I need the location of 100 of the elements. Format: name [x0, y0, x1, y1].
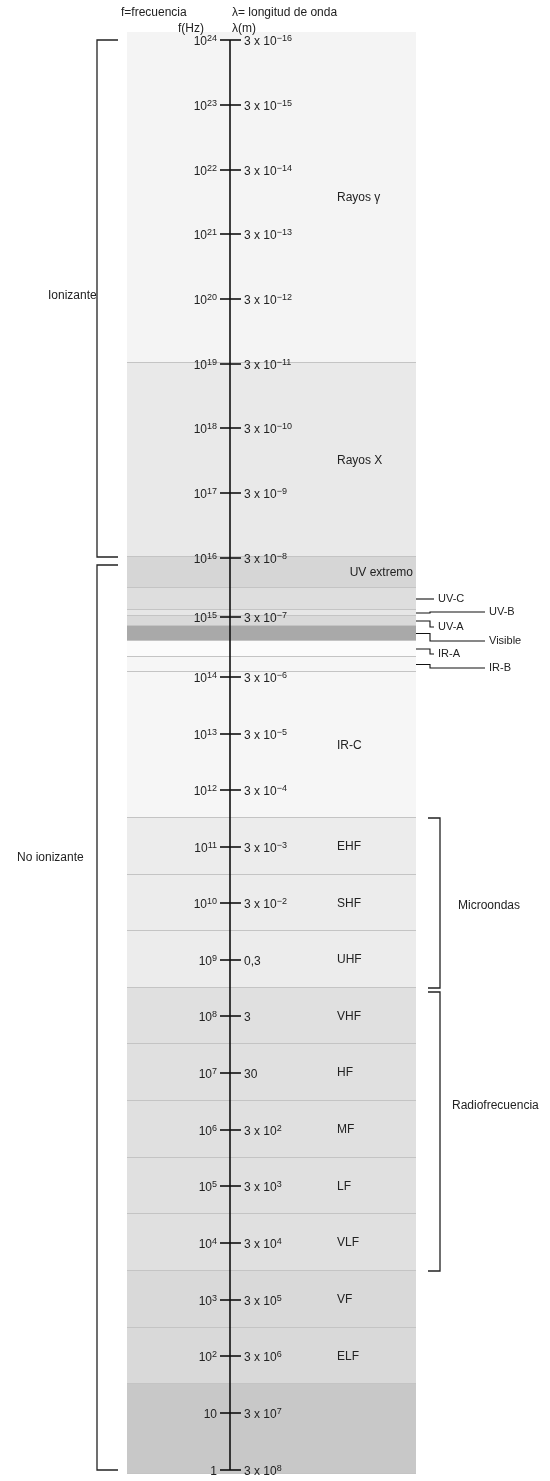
range-label: Radiofrecuencia	[452, 1099, 539, 1111]
band-label: Rayos γ	[337, 191, 381, 203]
band-label: EHF	[337, 840, 361, 852]
band-label: UV-C	[437, 593, 466, 604]
frequency-value: 10$^{9}$	[198, 955, 217, 967]
wavelength-value: 3 x 10$^{8}$	[244, 1465, 282, 1477]
spectrum-band	[127, 626, 416, 641]
band-label: VF	[337, 1293, 353, 1305]
frequency-value: 10$^{7}$	[198, 1068, 217, 1080]
band-label: Rayos X	[337, 453, 383, 466]
band-label: VHF	[337, 1009, 361, 1022]
spectrum-band	[127, 1328, 416, 1384]
leader-line	[415, 632, 486, 642]
wavelength-value: 3 x 10$^{−15}$	[244, 100, 292, 112]
frequency-value: 10$^{17}$	[193, 488, 217, 500]
spectrum-band	[127, 988, 416, 1044]
spectrum-band	[127, 657, 416, 672]
frequency-value: 10$^{20}$	[193, 294, 217, 306]
spectrum-band	[127, 1158, 416, 1214]
axis-heading: f=frecuencia	[121, 6, 187, 18]
axis-heading: λ= longitud de onda	[232, 6, 338, 18]
wavelength-value: 3	[244, 1011, 251, 1023]
frequency-value: 10$^{14}$	[193, 672, 217, 684]
frequency-value: 10$^{5}$	[198, 1181, 217, 1193]
frequency-value: 10$^{15}$	[193, 612, 217, 624]
spectrum-band	[127, 1044, 416, 1101]
frequency-value: 10$^{2}$	[198, 1351, 217, 1363]
leader-line	[415, 648, 435, 655]
band-label: IR-A	[437, 648, 461, 659]
wavelength-value: 3 x 10$^{−9}$	[244, 488, 287, 500]
frequency-value: 10	[203, 1408, 217, 1420]
wavelength-value: 3 x 10$^{−8}$	[244, 553, 287, 565]
wavelength-value: 3 x 10$^{5}$	[244, 1295, 282, 1307]
band-label: SHF	[337, 896, 361, 909]
leader-line	[415, 663, 486, 669]
spectrum-band	[127, 588, 416, 610]
leader-line	[415, 611, 486, 614]
band-label: IR-B	[488, 662, 512, 673]
frequency-value: 10$^{3}$	[198, 1295, 217, 1307]
wavelength-value: 3 x 10$^{−14}$	[244, 165, 292, 177]
spectrum-band	[127, 1214, 416, 1271]
wavelength-value: 3 x 10$^{2}$	[244, 1125, 282, 1137]
frequency-value: 1	[210, 1465, 217, 1477]
wavelength-value: 3 x 10$^{−11}$	[244, 359, 292, 371]
band-label: IR-C	[337, 738, 362, 751]
axis-heading: f(Hz)	[178, 22, 204, 34]
frequency-value: 10$^{24}$	[193, 35, 217, 47]
range-label: No ionizante	[17, 851, 84, 863]
band-label: UHF	[337, 953, 362, 965]
band-label: VLF	[337, 1236, 359, 1248]
wavelength-value: 3 x 10$^{−12}$	[244, 294, 292, 306]
spectrum-band	[127, 818, 416, 875]
wavelength-value: 3 x 10$^{−7}$	[244, 612, 287, 624]
frequency-value: 10$^{21}$	[193, 229, 217, 241]
spectrum-band	[127, 875, 416, 931]
band-label: LF	[337, 1179, 351, 1192]
spectrum-band	[127, 1271, 416, 1328]
wavelength-value: 3 x 10$^{−6}$	[244, 672, 287, 684]
band-label: HF	[337, 1066, 353, 1078]
frequency-value: 10$^{16}$	[193, 553, 217, 565]
spectrum-band	[127, 672, 416, 818]
spectrum-band	[127, 1384, 416, 1474]
frequency-value: 10$^{11}$	[194, 842, 217, 854]
band-label: UV-B	[488, 606, 516, 617]
frequency-value: 10$^{19}$	[193, 359, 217, 371]
leader-line	[415, 620, 435, 628]
band-label: UV-A	[437, 621, 465, 632]
wavelength-value: 3 x 10$^{−16}$	[244, 35, 292, 47]
frequency-value: 10$^{18}$	[193, 423, 217, 435]
wavelength-value: 3 x 10$^{−10}$	[244, 423, 292, 435]
wavelength-value: 3 x 10$^{6}$	[244, 1351, 282, 1363]
frequency-value: 10$^{22}$	[193, 165, 217, 177]
spectrum-band	[127, 1101, 416, 1158]
wavelength-value: 0,3	[244, 955, 261, 967]
wavelength-value: 3 x 10$^{7}$	[244, 1408, 282, 1420]
frequency-value: 10$^{4}$	[198, 1238, 217, 1250]
range-label: Ionizante	[48, 289, 97, 301]
frequency-value: 10$^{13}$	[193, 729, 217, 741]
wavelength-value: 3 x 10$^{−5}$	[244, 729, 287, 741]
wavelength-value: 3 x 10$^{−13}$	[244, 229, 292, 241]
band-label: UV extremo	[349, 566, 413, 578]
frequency-value: 10$^{8}$	[198, 1011, 217, 1023]
band-label: ELF	[337, 1349, 359, 1362]
wavelength-value: 3 x 10$^{4}$	[244, 1238, 282, 1250]
axis-heading: λ(m)	[232, 22, 256, 34]
wavelength-value: 3 x 10$^{−2}$	[244, 898, 287, 910]
frequency-value: 10$^{6}$	[198, 1125, 217, 1137]
spectrum-band	[127, 641, 416, 657]
frequency-value: 10$^{10}$	[193, 898, 217, 910]
frequency-value: 10$^{23}$	[193, 100, 217, 112]
frequency-value: 10$^{12}$	[193, 785, 217, 797]
wavelength-value: 30	[244, 1068, 258, 1080]
wavelength-value: 3 x 10$^{3}$	[244, 1181, 282, 1193]
wavelength-value: 3 x 10$^{−3}$	[244, 842, 287, 854]
band-label: MF	[337, 1123, 355, 1135]
leader-line	[415, 598, 435, 600]
spectrum-band	[127, 931, 416, 988]
range-label: Microondas	[458, 899, 521, 911]
wavelength-value: 3 x 10$^{−4}$	[244, 785, 287, 797]
band-label: Visible	[488, 635, 523, 646]
